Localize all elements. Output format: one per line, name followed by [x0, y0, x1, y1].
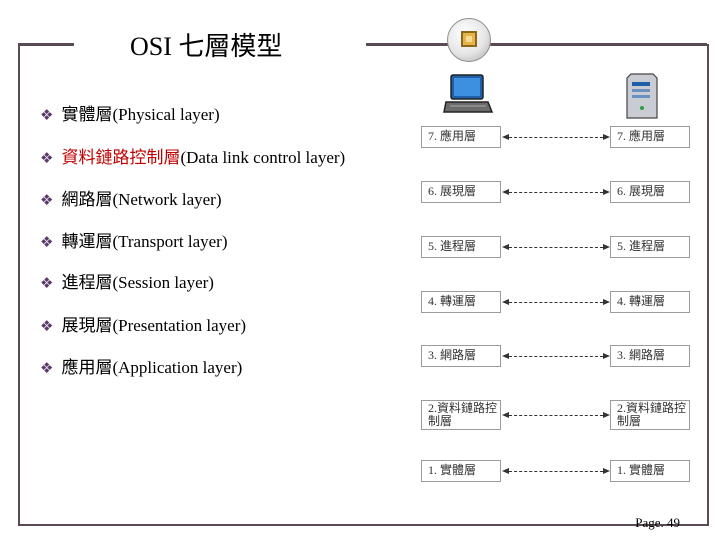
diamond-bullet-icon: ❖: [40, 191, 54, 209]
bullet-item: ❖ 應用層(Application layer): [40, 353, 242, 378]
title-rule-left: [18, 43, 74, 46]
left-layer-2: 2.資料鏈路控制層: [421, 400, 501, 430]
bullet-en: (Physical layer): [112, 105, 220, 124]
bullet-en: (Session layer): [112, 273, 214, 292]
diamond-bullet-icon: ❖: [40, 149, 54, 167]
bullet-zh: 網路層: [61, 190, 113, 209]
diamond-bullet-icon: ❖: [40, 106, 54, 124]
bullet-item: ❖ 轉運層(Transport layer): [40, 227, 228, 252]
title-rule-right: [366, 43, 707, 46]
left-layer-1: 1. 實體層: [421, 460, 501, 482]
bullet-item: ❖ 資料鏈路控制層(Data link control layer): [40, 143, 345, 168]
bullet-zh: 應用層: [61, 358, 113, 377]
server-icon: [626, 73, 658, 119]
left-layer-4: 4. 轉運層: [421, 291, 501, 313]
diamond-bullet-icon: ❖: [40, 233, 54, 251]
peer-arrow-6: [502, 189, 610, 195]
bullet-zh: 資料鏈路控制層: [61, 148, 181, 167]
diamond-bullet-icon: ❖: [40, 274, 54, 292]
left-layer-3: 3. 網路層: [421, 345, 501, 367]
bullet-item: ❖ 展現層(Presentation layer): [40, 311, 246, 336]
bullet-en: (Presentation layer): [112, 316, 247, 335]
peer-arrow-4: [502, 299, 610, 305]
right-layer-4: 4. 轉運層: [610, 291, 690, 313]
bullet-zh: 展現層: [61, 316, 113, 335]
peer-arrow-1: [502, 468, 610, 474]
diamond-bullet-icon: ❖: [40, 317, 54, 335]
bullet-zh: 進程層: [61, 273, 113, 292]
bullet-item: ❖ 網路層(Network layer): [40, 185, 221, 210]
right-layer-7: 7. 應用層: [610, 126, 690, 148]
left-layer-5: 5. 進程層: [421, 236, 501, 258]
slide-frame: [18, 44, 709, 526]
left-layer-7: 7. 應用層: [421, 126, 501, 148]
bullet-zh: 實體層: [61, 105, 113, 124]
right-layer-3: 3. 網路層: [610, 345, 690, 367]
bullet-en: (Application layer): [112, 358, 243, 377]
page-number: Page. 49: [635, 515, 680, 530]
right-layer-5: 5. 進程層: [610, 236, 690, 258]
peer-arrow-2: [502, 412, 610, 418]
bullet-en: (Data link control layer): [180, 148, 346, 167]
bullet-item: ❖ 進程層(Session layer): [40, 268, 214, 293]
bullet-en: (Transport layer): [112, 232, 228, 251]
logo-icon: [447, 18, 491, 62]
right-layer-1: 1. 實體層: [610, 460, 690, 482]
right-layer-6: 6. 展現層: [610, 181, 690, 203]
peer-arrow-5: [502, 244, 610, 250]
right-layer-2: 2.資料鏈路控制層: [610, 400, 690, 430]
slide-title: OSI 七層模型: [130, 32, 283, 61]
bullet-item: ❖ 實體層(Physical layer): [40, 100, 220, 125]
bullet-zh: 轉運層: [61, 232, 113, 251]
laptop-icon: [443, 74, 494, 113]
left-layer-6: 6. 展現層: [421, 181, 501, 203]
bullet-en: (Network layer): [112, 190, 222, 209]
peer-arrow-3: [502, 353, 610, 359]
diamond-bullet-icon: ❖: [40, 359, 54, 377]
peer-arrow-7: [502, 134, 610, 140]
